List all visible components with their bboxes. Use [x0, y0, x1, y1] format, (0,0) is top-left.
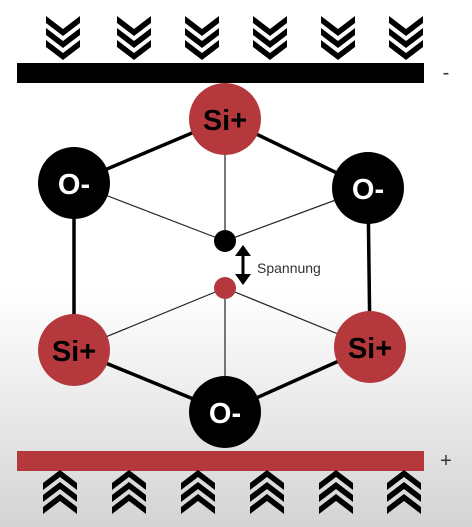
- chevron-up-icon: [319, 470, 353, 514]
- top-plate: [17, 63, 424, 83]
- atom-si-top: Si+: [189, 83, 261, 155]
- chevron-down-icon: [321, 16, 355, 60]
- hexagon-bonds: [72, 117, 372, 414]
- chevron-down-icon: [46, 16, 80, 60]
- center-positive-charge: [214, 277, 236, 299]
- chevron-up-icon: [250, 470, 284, 514]
- atom-si-lower-right-label: Si+: [348, 333, 392, 365]
- atom-o-upper-left-label: O-: [58, 169, 90, 201]
- atom-o-bottom-label: O-: [209, 398, 241, 430]
- atom-o-upper-left: O-: [38, 147, 110, 219]
- atom-si-lower-right: Si+: [334, 311, 406, 383]
- double-arrow-icon: [235, 245, 251, 285]
- bottom-plate-sign: +: [440, 450, 452, 472]
- bottom-plate: [17, 451, 424, 471]
- chevron-down-icon: [185, 16, 219, 60]
- chevron-up-icon: [387, 470, 421, 514]
- chevron-up-icon: [43, 470, 77, 514]
- atom-o-bottom: O-: [189, 376, 261, 448]
- spannung-label: Spannung: [257, 260, 321, 276]
- atom-o-upper-right: O-: [332, 152, 404, 224]
- chevron-down-icon: [117, 16, 151, 60]
- chevron-up-icon: [112, 470, 146, 514]
- atom-si-lower-left: Si+: [38, 314, 110, 386]
- top-plate-sign: -: [443, 62, 450, 84]
- atom-o-upper-right-label: O-: [352, 174, 384, 206]
- chevron-down-icon: [389, 16, 423, 60]
- atom-si-top-label: Si+: [203, 105, 247, 137]
- bottom-pressure-arrows: [43, 470, 421, 514]
- chevron-down-icon: [253, 16, 287, 60]
- chevron-up-icon: [181, 470, 215, 514]
- top-pressure-arrows: [46, 16, 423, 60]
- atom-si-lower-left-label: Si+: [52, 336, 96, 368]
- center-negative-charge: [214, 230, 236, 252]
